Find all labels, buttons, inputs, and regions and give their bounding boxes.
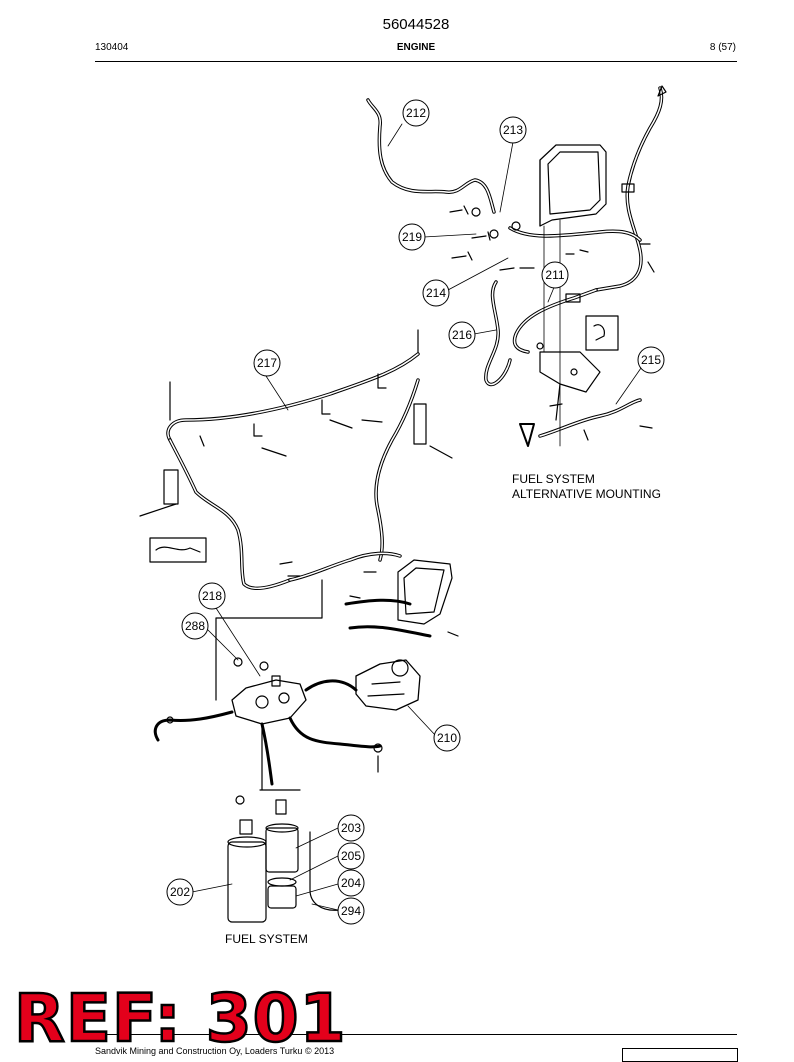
svg-text:213: 213 xyxy=(503,123,523,137)
svg-text:218: 218 xyxy=(202,589,222,603)
svg-text:216: 216 xyxy=(452,328,472,342)
caption-alternative-mounting: FUEL SYSTEM ALTERNATIVE MOUNTING xyxy=(512,472,661,502)
callout-216: 216 xyxy=(448,321,476,349)
callout-217: 217 xyxy=(253,349,281,377)
main-fuel-system-assembly xyxy=(139,329,459,923)
section-title: ENGINE xyxy=(396,42,436,53)
svg-text:205: 205 xyxy=(341,849,361,863)
callout-215: 215 xyxy=(637,346,665,374)
sandvik-logo xyxy=(622,1048,738,1062)
callout-203: 203 xyxy=(337,814,365,842)
header-rule xyxy=(95,61,737,62)
callout-219: 219 xyxy=(398,223,426,251)
svg-text:210: 210 xyxy=(437,731,457,745)
svg-text:294: 294 xyxy=(341,904,361,918)
svg-text:217: 217 xyxy=(257,356,277,370)
callout-210: 210 xyxy=(433,724,461,752)
svg-text:202: 202 xyxy=(170,885,190,899)
page-number: 8 (57) xyxy=(709,42,736,53)
callout-202: 202 xyxy=(166,878,194,906)
alternative-mounting-assembly xyxy=(366,85,667,447)
svg-text:219: 219 xyxy=(402,230,422,244)
footer-rule xyxy=(95,1034,737,1035)
svg-text:214: 214 xyxy=(426,286,446,300)
callout-205: 205 xyxy=(337,842,365,870)
caption-alternative-line2: ALTERNATIVE MOUNTING xyxy=(512,487,661,501)
callout-213: 213 xyxy=(499,116,527,144)
callout-294: 294 xyxy=(337,897,365,925)
callout-211: 211 xyxy=(541,261,569,289)
callout-204: 204 xyxy=(337,869,365,897)
callout-212: 212 xyxy=(402,99,430,127)
svg-text:203: 203 xyxy=(341,821,361,835)
svg-text:211: 211 xyxy=(545,268,564,282)
svg-text:212: 212 xyxy=(406,106,426,120)
svg-text:215: 215 xyxy=(641,353,661,367)
caption-alternative-line1: FUEL SYSTEM xyxy=(512,472,595,486)
caption-fuel-system: FUEL SYSTEM xyxy=(225,932,308,946)
document-number: 56044528 xyxy=(382,16,450,33)
footer-copyright: Sandvik Mining and Construction Oy, Load… xyxy=(95,1046,335,1056)
callout-288: 288 xyxy=(181,612,209,640)
callout-218: 218 xyxy=(198,582,226,610)
svg-text:288: 288 xyxy=(185,619,205,633)
ref-stamp: REF: 301 xyxy=(13,980,347,1057)
date-code: 130404 xyxy=(95,42,129,53)
callout-214: 214 xyxy=(422,279,450,307)
svg-text:204: 204 xyxy=(341,876,361,890)
